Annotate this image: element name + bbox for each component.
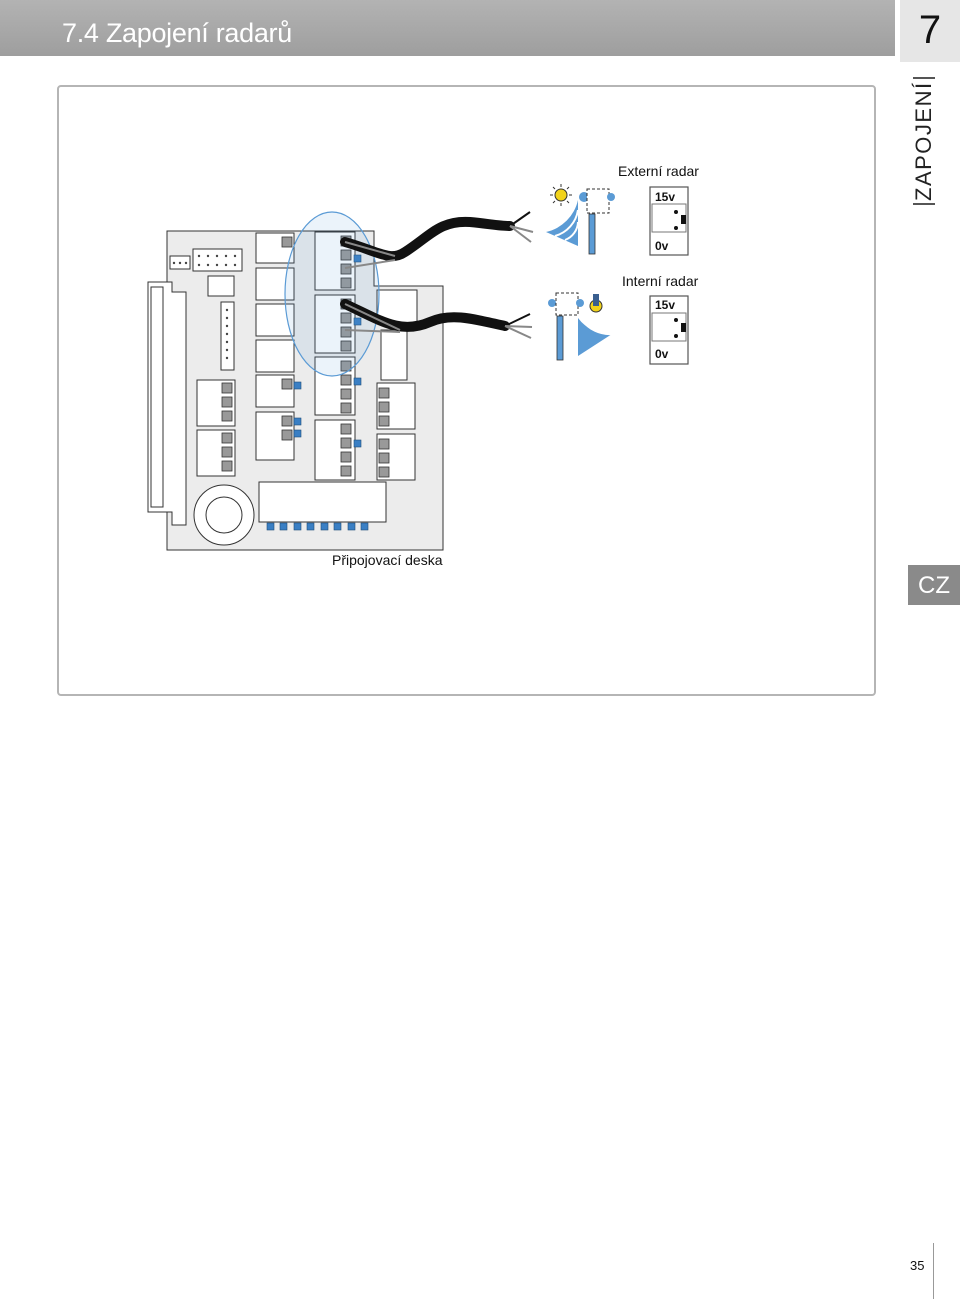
external-radar-icon [546, 184, 615, 255]
internal-radar-caption: Interní radar [622, 273, 699, 289]
external-radar-terminal [649, 186, 689, 256]
board-caption: Připojovací deska [332, 552, 443, 568]
header-bar: 7.4 Zapojení radarů [0, 0, 895, 56]
cables [340, 211, 534, 339]
voltage-bottom-external: 0v [655, 239, 669, 253]
external-radar-caption: Externí radar [618, 163, 699, 179]
chapter-box: 7 [900, 0, 960, 62]
page-number-rule [933, 1243, 934, 1299]
page-number: 35 [910, 1258, 925, 1273]
internal-radar-icon [548, 292, 613, 361]
page-title: 7.4 Zapojení radarů [62, 18, 292, 48]
led-indicators [266, 254, 369, 531]
voltage-top-internal: 15v [655, 298, 675, 312]
wiring-diagram: 15v 0v 15v 0v [147, 184, 689, 551]
connection-board [147, 230, 444, 551]
voltage-bottom-internal: 0v [655, 347, 669, 361]
language-tab: CZ [908, 565, 960, 605]
internal-radar-terminal [649, 295, 689, 365]
highlight-ellipse [284, 211, 380, 377]
chapter-number: 7 [918, 8, 942, 52]
language-label: CZ [918, 572, 950, 599]
connector-pins [172, 254, 237, 360]
voltage-top-external: 15v [655, 190, 675, 204]
